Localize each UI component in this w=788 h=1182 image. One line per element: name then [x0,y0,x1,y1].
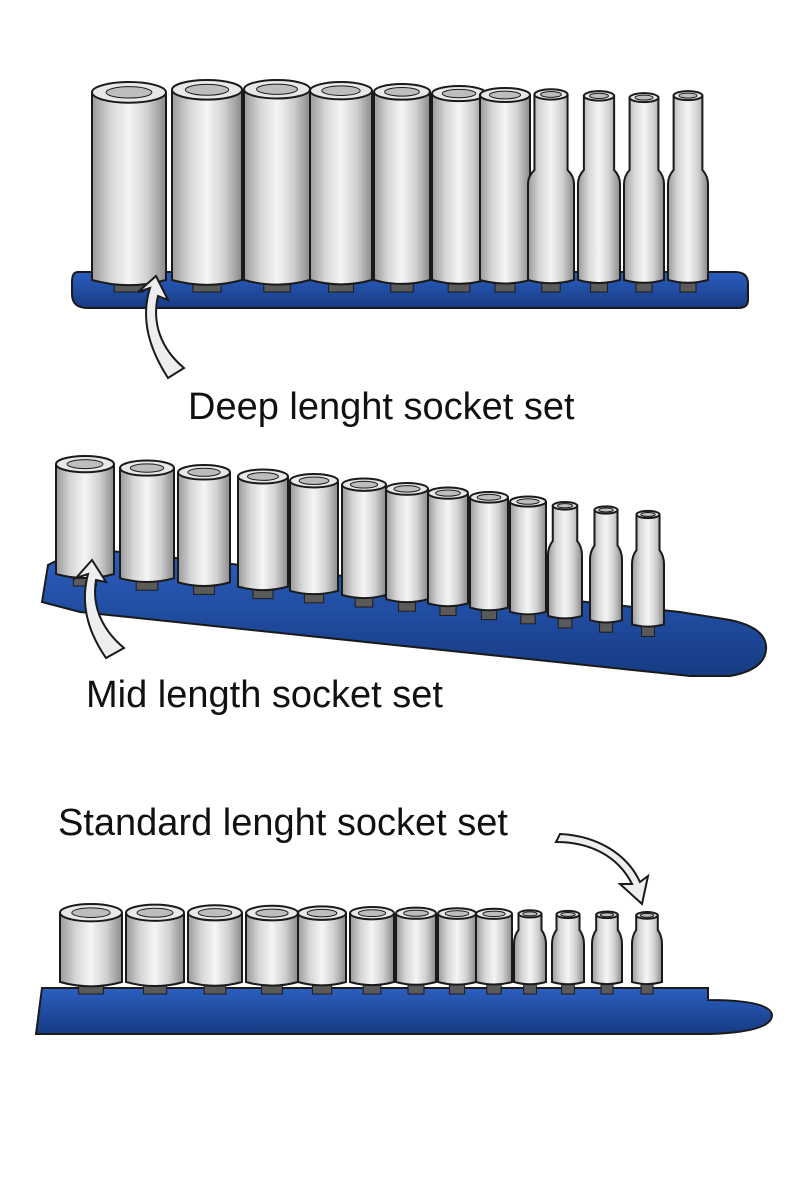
mid-socket [589,505,623,633]
mid-socket [547,500,583,629]
standard-socket [187,904,243,995]
standard-socket [395,906,437,995]
mid-socket [341,477,387,608]
deep-socket [91,81,167,293]
deep-socket [479,87,531,293]
standard-socket [245,904,299,995]
mid-socket [631,509,665,637]
standard-socket [551,909,585,995]
mid-socket [427,486,469,616]
mid-socket [509,495,547,625]
mid-socket [119,459,175,591]
mid-socket [237,468,289,600]
standard-socket [591,910,623,995]
deep-socket [243,79,311,293]
deep-socket [309,81,373,293]
pointer-arrow-icon [137,274,186,380]
pointer-arrow-icon [72,558,126,660]
deep-socket [373,83,431,293]
standard-set-caption: Standard lenght socket set [58,802,508,844]
standard-socket [297,905,347,995]
mid-socket [385,482,429,612]
standard-socket-set [34,903,774,1035]
mid-set-caption: Mid length socket set [86,674,443,716]
deep-socket [577,90,621,293]
standard-socket [437,907,477,995]
standard-socket [349,906,395,995]
mid-socket [469,491,509,621]
deep-socket [527,88,575,293]
mid-socket-set [40,455,768,677]
deep-socket [171,79,243,293]
standard-socket [475,907,513,995]
standard-rail [34,987,774,1035]
standard-socket [125,903,185,995]
mid-socket [177,464,231,595]
deep-socket [431,85,487,293]
standard-socket [631,911,663,995]
deep-socket-set [71,79,749,309]
deep-set-caption: Deep lenght socket set [188,386,575,428]
pointer-arrow-icon [554,832,650,906]
standard-socket [513,909,547,995]
mid-socket [289,473,339,604]
deep-socket [667,90,709,293]
standard-socket [59,903,123,995]
deep-socket [623,92,665,293]
